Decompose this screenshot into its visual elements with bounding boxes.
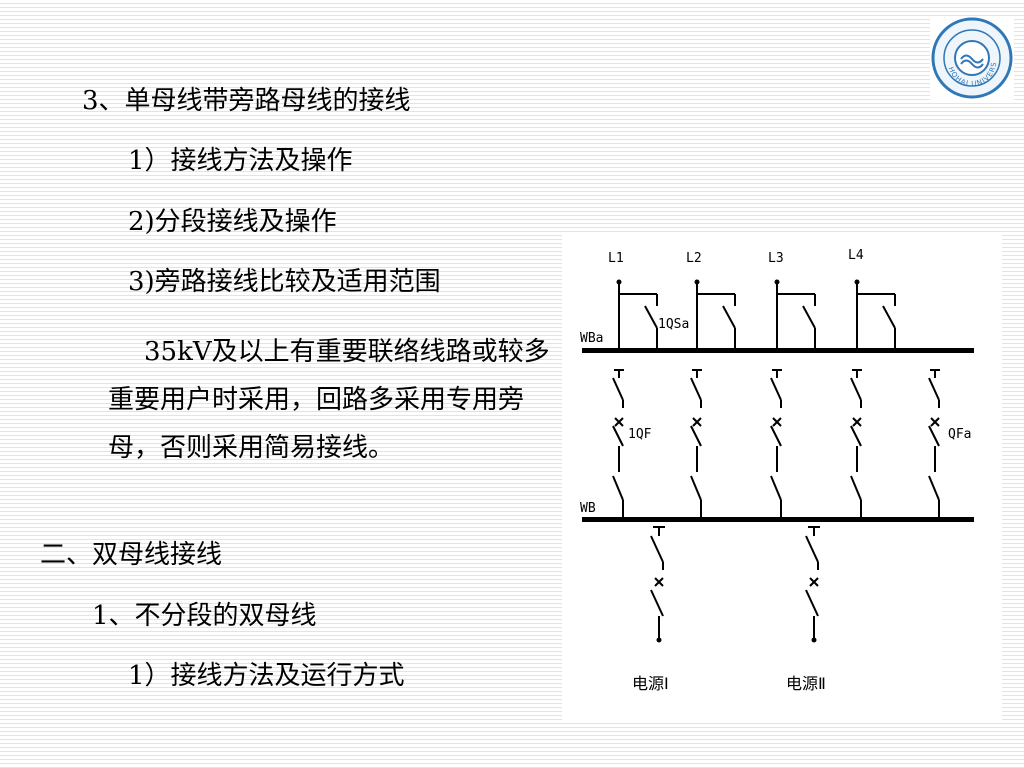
column-breaker-2 xyxy=(690,425,702,447)
bypass-bus-diagram: WBa WB L1 L2 L3 L4 1QSa 1QF QFa 电源Ⅰ 电源Ⅱ xyxy=(562,232,1002,722)
source-terminal-dot-2 xyxy=(811,637,817,643)
university-logo: HOHAI UNIVERSITY xyxy=(926,10,1014,100)
source-breaker-cross-2 xyxy=(809,577,819,587)
column-disconnector-upper-5 xyxy=(928,377,940,401)
item-bypass-comparison: 3)旁路接线比较及适用范围 xyxy=(128,267,441,297)
item-wiring-method: 1）接线方法及操作 xyxy=(128,146,353,176)
column-disconnector-lower-2 xyxy=(690,475,702,501)
line-label-l4: L4 xyxy=(848,248,864,263)
university-seal-icon: HOHAI UNIVERSITY xyxy=(926,10,1013,99)
feeder-terminal-dot-1 xyxy=(616,279,622,285)
bus-wba xyxy=(582,348,974,353)
bus-wb-label: WB xyxy=(580,501,596,516)
bypass-disconnector-3 xyxy=(802,305,816,329)
bypass-disconnector-4 xyxy=(882,305,896,329)
column-breaker-4 xyxy=(850,425,862,447)
item-sectioned-wiring: 2)分段接线及操作 xyxy=(128,207,337,237)
bypass-disconnector-1 xyxy=(644,305,658,329)
source-breaker-1 xyxy=(650,589,664,617)
application-paragraph: 35kV及以上有重要联络线路或较多重要用户时采用，回路多采用专用旁母，否则采用简… xyxy=(108,337,550,463)
column-disconnector-lower-4 xyxy=(850,475,862,501)
column-disconnector-lower-3 xyxy=(770,475,782,501)
line-label-l1: L1 xyxy=(608,251,624,266)
column-breaker-cross-5 xyxy=(930,417,940,427)
sub-unsectioned-double-bus: 1、不分段的双母线 xyxy=(92,601,317,631)
feeder-terminal-dot-3 xyxy=(774,279,780,285)
column-breaker-5 xyxy=(928,425,940,447)
column-breaker-1 xyxy=(612,425,624,447)
sub-item-operation-mode: 1）接线方法及运行方式 xyxy=(128,661,405,691)
bus-wba-label: WBa xyxy=(580,331,603,346)
column-disconnector-lower-5 xyxy=(928,475,940,501)
source-label-1: 电源Ⅰ xyxy=(632,674,669,693)
feeder-terminal-dot-2 xyxy=(694,279,700,285)
line-label-l3: L3 xyxy=(768,251,784,266)
bypass-disconnector-2 xyxy=(722,305,736,329)
column-breaker-cross-2 xyxy=(692,417,702,427)
column-breaker-cross-1 xyxy=(614,417,624,427)
column-breaker-cross-4 xyxy=(852,417,862,427)
bus-wb xyxy=(582,517,974,522)
feeder-terminal-dot-4 xyxy=(854,279,860,285)
breaker-label-1qf: 1QF xyxy=(628,427,652,442)
heading-single-bus-bypass: 3、单母线带旁路母线的接线 xyxy=(82,86,411,116)
line-label-l2: L2 xyxy=(686,251,702,266)
breaker-label-qfa: QFa xyxy=(948,427,971,442)
source-disconnector-1 xyxy=(650,535,664,563)
source-terminal-dot-1 xyxy=(656,637,662,643)
section-double-bus: 二、双母线接线 xyxy=(40,540,223,570)
column-disconnector-upper-3 xyxy=(770,377,782,401)
source-disconnector-2 xyxy=(805,535,819,563)
column-disconnector-upper-1 xyxy=(612,377,624,401)
source-breaker-cross-1 xyxy=(654,577,664,587)
source-breaker-2 xyxy=(805,589,819,617)
bypass-bus-diagram-svg: WBa WB L1 L2 L3 L4 1QSa 1QF QFa 电源Ⅰ 电源Ⅱ xyxy=(580,248,974,693)
column-breaker-3 xyxy=(770,425,782,447)
column-disconnector-upper-2 xyxy=(690,377,702,401)
column-disconnector-upper-4 xyxy=(850,377,862,401)
switch-label-1qsa: 1QSa xyxy=(658,317,689,332)
column-breaker-cross-3 xyxy=(772,417,782,427)
source-label-2: 电源Ⅱ xyxy=(786,674,826,693)
column-disconnector-lower-1 xyxy=(612,475,624,501)
